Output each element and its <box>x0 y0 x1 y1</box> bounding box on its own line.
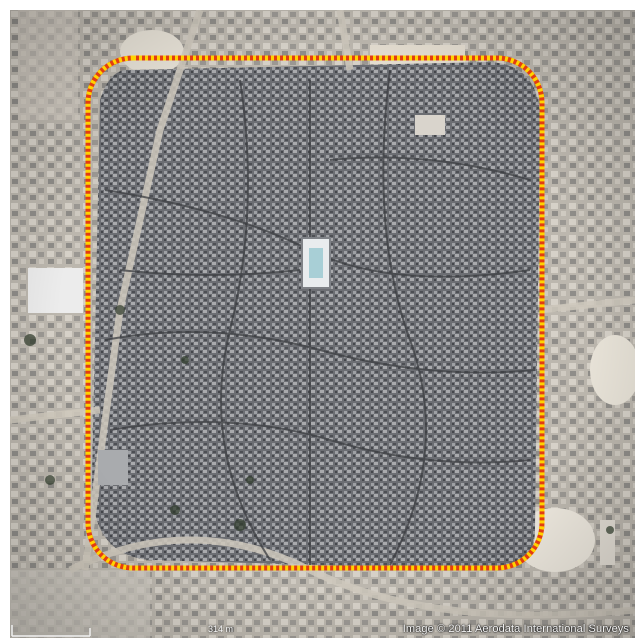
image-vignette <box>10 10 635 638</box>
imagery-attribution: Image © 2011 Aerodata International Surv… <box>402 623 629 635</box>
scale-bar <box>11 625 91 637</box>
scale-label: 314 m <box>208 624 234 634</box>
old-town-boundary <box>85 55 545 571</box>
satellite-imagery <box>10 10 635 638</box>
satellite-map[interactable] <box>10 10 635 638</box>
